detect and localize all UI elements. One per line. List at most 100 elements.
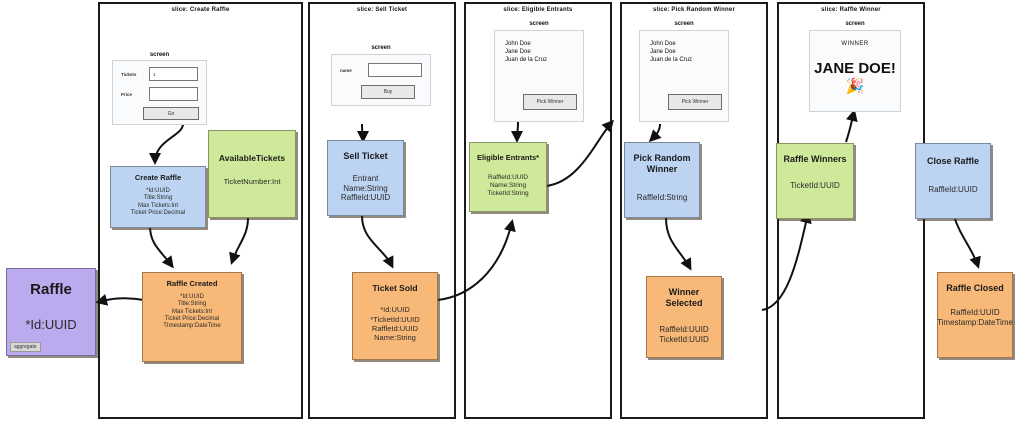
card-title: Raffle Winners	[783, 154, 847, 164]
price-input[interactable]	[149, 87, 198, 101]
card-field: TicketId:UUID	[790, 180, 840, 190]
card-title: Pick Random Winner	[633, 153, 691, 174]
card-field: TicketId:String	[487, 189, 529, 197]
card-create-raffle-command[interactable]: Create Raffle *Id:UUID Title:String Max …	[110, 166, 206, 228]
screen-label-eligible-entrants: screen	[529, 21, 549, 27]
card-field: *Id:UUID	[25, 317, 77, 333]
swimlane-title: slice: Raffle Winner	[821, 7, 881, 13]
entrant-item: Jane Doe	[650, 49, 676, 55]
card-fields: TicketId:UUID	[790, 181, 840, 191]
swimlane-pick-random-winner: slice: Pick Random Winner	[620, 2, 768, 419]
entrant-item: Juan de la Cruz	[505, 57, 548, 63]
card-raffle-aggregate[interactable]: Raffle *Id:UUID aggregate	[6, 268, 96, 356]
tickets-row: Tickets 1	[121, 67, 198, 81]
card-raffle-created-event[interactable]: Raffle Created *Id:UUID Title:String Max…	[142, 272, 242, 362]
swimlane-title: slice: Create Raffle	[171, 7, 230, 13]
card-fields: *Id:UUID *TicketId:UUID RaffleId:UUID Na…	[370, 305, 419, 342]
card-title: Raffle Closed	[946, 283, 1004, 293]
screen-raffle-winner: WINNER JANE DOE! 🎉	[809, 30, 901, 112]
card-available-tickets[interactable]: AvailableTickets TicketNumber:Int	[208, 130, 296, 218]
card-fields: RaffleId:UUID Timestamp:DateTime	[937, 308, 1013, 328]
card-fields: RaffleId:UUID	[928, 185, 977, 195]
swimlane-eligible-entrants: slice: Eligible Entrants	[464, 2, 612, 419]
tickets-input[interactable]: 1	[149, 67, 198, 81]
card-field: Max Tickets:Int	[171, 308, 212, 315]
screen-label-pick-random-winner: screen	[674, 21, 694, 27]
entrant-item: Juan de la Cruz	[650, 57, 693, 63]
go-button[interactable]: Go	[143, 107, 199, 120]
aggregate-badge: aggregate	[10, 341, 41, 352]
card-field: Name:String	[343, 183, 388, 193]
screen-label-raffle-winner: screen	[845, 21, 865, 27]
card-fields: RaffleId:String	[637, 193, 688, 203]
card-field: *TicketId:UUID	[370, 314, 420, 324]
card-fields: RaffleId:UUID TicketId:UUID	[659, 325, 709, 345]
card-field: RaffleId:UUID	[488, 174, 528, 182]
screen-sell-ticket: name Buy	[331, 54, 431, 106]
name-input[interactable]	[368, 63, 422, 77]
card-field: TicketNumber:Int	[223, 177, 281, 187]
card-field: TicketId:UUID	[659, 334, 709, 344]
card-field: *Id:UUID	[180, 294, 204, 301]
card-field: RaffleId:UUID	[371, 323, 419, 333]
card-title: Eligible Entrants*	[476, 153, 540, 162]
card-pick-random-winner-command[interactable]: Pick Random Winner RaffleId:String	[624, 142, 700, 218]
card-eligible-entrants[interactable]: Eligible Entrants* RaffleId:UUID Name:St…	[469, 142, 547, 212]
card-raffle-closed-event[interactable]: Raffle Closed RaffleId:UUID Timestamp:Da…	[937, 272, 1013, 358]
card-fields: RaffleId:UUID Name:String TicketId:Strin…	[487, 174, 528, 198]
card-fields: *Id:UUID	[25, 317, 76, 333]
buy-button[interactable]: Buy	[361, 85, 415, 99]
price-label: Price	[121, 91, 133, 97]
card-field: Name:String	[489, 182, 527, 190]
name-row: name	[340, 63, 422, 77]
name-label: name	[340, 67, 352, 73]
card-title: Winner Selected	[665, 287, 703, 308]
card-title: Ticket Sold	[372, 283, 418, 293]
card-fields: *Id:UUID Title:String Max Tickets:Int Ti…	[163, 294, 220, 331]
swimlane-title: slice: Eligible Entrants	[503, 7, 573, 13]
screen-label-sell-ticket: screen	[371, 45, 391, 51]
card-field: *Id:UUID	[380, 305, 410, 315]
screen-pick-random-winner: John Doe Jane Doe Juan de la Cruz Pick W…	[639, 30, 729, 122]
card-fields: Entrant Name:String RaffleId:UUID	[341, 174, 390, 203]
card-raffle-winners[interactable]: Raffle Winners TicketId:UUID	[776, 143, 854, 219]
card-title: Close Raffle	[926, 156, 979, 166]
card-field: RaffleId:String	[636, 192, 688, 202]
card-sell-ticket-command[interactable]: Sell Ticket Entrant Name:String RaffleId…	[327, 140, 404, 216]
card-winner-selected-event[interactable]: Winner Selected RaffleId:UUID TicketId:U…	[646, 276, 722, 358]
card-title: Raffle Created	[166, 279, 218, 288]
card-field: Ticket Price:Decimal	[164, 316, 220, 323]
screen-label-create-raffle: screen	[149, 52, 170, 58]
card-field: *Id:UUID	[146, 188, 170, 195]
card-field: Name:String	[374, 332, 416, 342]
card-field: RaffleId:UUID	[659, 324, 709, 334]
card-title: Raffle	[30, 281, 72, 298]
winner-name: JANE DOE! 🎉	[814, 60, 896, 95]
swimlane-title: slice: Sell Ticket	[356, 7, 408, 13]
card-field: Timestamp:DateTime	[937, 317, 1013, 327]
winner-heading: WINNER	[841, 41, 869, 47]
card-title: AvailableTickets	[218, 153, 286, 163]
pick-winner-button[interactable]: Pick Winner	[668, 94, 722, 110]
tickets-label: Tickets	[121, 71, 137, 77]
card-field: Max Tickets:Int	[137, 202, 178, 209]
card-field: Ticket Price:Decimal	[130, 210, 186, 217]
card-close-raffle-command[interactable]: Close Raffle RaffleId:UUID	[915, 143, 991, 219]
swimlane-title: slice: Pick Random Winner	[653, 7, 735, 13]
entrant-item: Jane Doe	[505, 49, 531, 55]
screen-create-raffle: Tickets 1 Price Go	[112, 60, 207, 125]
card-field: Title:String	[177, 301, 207, 308]
price-row: Price	[121, 87, 198, 101]
card-title: Sell Ticket	[343, 151, 388, 161]
entrant-item: John Doe	[505, 41, 531, 47]
pick-winner-button[interactable]: Pick Winner	[523, 94, 577, 110]
swimlane-create-raffle: slice: Create Raffle	[98, 2, 303, 419]
card-field: Entrant	[352, 173, 379, 183]
card-field: RaffleId:UUID	[950, 307, 1000, 317]
swimlane-sell-ticket: slice: Sell Ticket	[308, 2, 456, 419]
screen-eligible-entrants: John Doe Jane Doe Juan de la Cruz Pick W…	[494, 30, 584, 122]
entrant-item: John Doe	[650, 41, 676, 47]
card-title: Create Raffle	[134, 173, 182, 182]
card-ticket-sold-event[interactable]: Ticket Sold *Id:UUID *TicketId:UUID Raff…	[352, 272, 438, 360]
